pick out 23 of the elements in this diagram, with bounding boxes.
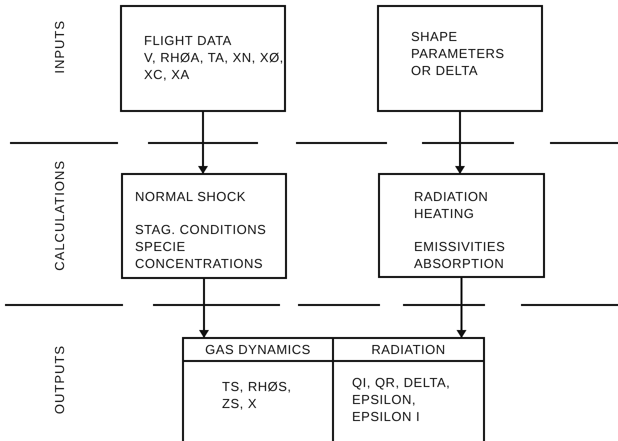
box-text: STAG. CONDITIONS SPECIE CONCENTRATIONS	[135, 222, 268, 273]
box-heading: FLIGHT DATA	[144, 33, 233, 50]
row-label: OUTPUTS	[52, 345, 67, 414]
process-box	[121, 173, 287, 279]
arrow	[199, 279, 209, 338]
process-box	[377, 5, 543, 112]
box-heading: NORMAL SHOCK	[135, 189, 247, 206]
arrow	[456, 278, 466, 338]
box-text: V, RHØA, TA, XN, XØ, XC, XA	[144, 50, 284, 84]
box-text: SHAPE PARAMETERS OR DELTA	[411, 29, 506, 80]
row-label: CALCULATIONS	[52, 160, 67, 271]
box-text: EMISSIVITIES ABSORPTION	[414, 238, 506, 273]
box-text: TS, RHØS, ZS, X	[222, 379, 293, 413]
box-heading: RADIATION HEATING	[414, 189, 490, 223]
row-label: INPUTS	[52, 20, 67, 74]
arrow	[455, 112, 465, 174]
arrow	[198, 112, 208, 174]
process-box	[378, 173, 545, 278]
box-text: QI, QR, DELTA, EPSILON, EPSILON I	[352, 375, 452, 426]
table-column	[182, 337, 334, 441]
process-box	[120, 5, 286, 112]
column-header: RADIATION	[334, 339, 483, 362]
table-column	[332, 337, 485, 441]
